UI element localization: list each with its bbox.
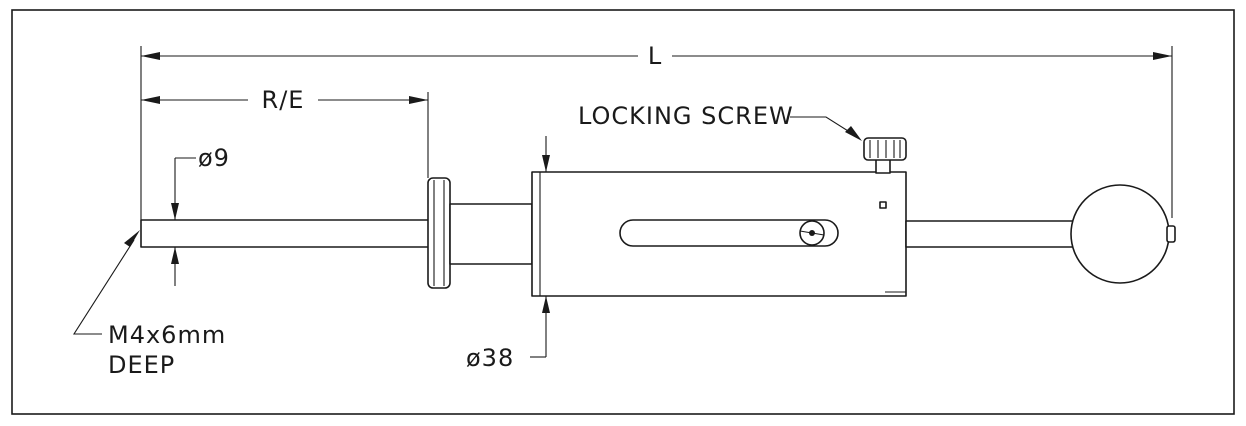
body-diameter-label: ø38 (466, 344, 514, 372)
tip-diameter-dimension: ø9 (171, 144, 230, 286)
thread-label-line1: M4x6mm (108, 321, 226, 349)
overall-length-dimension: L (140, 42, 1173, 220)
body-diameter-dimension: ø38 (466, 136, 550, 372)
overall-length-label: L (648, 42, 662, 70)
thread-callout: M4x6mm DEEP (72, 230, 226, 379)
drawing-frame (11, 9, 1235, 415)
main-body (531, 171, 907, 297)
locking-screw (863, 137, 907, 174)
end-cap (1166, 225, 1176, 243)
thread-label-line2: DEEP (108, 351, 175, 379)
locking-screw-callout: LOCKING SCREW (578, 102, 862, 141)
tip-diameter-label: ø9 (198, 144, 230, 172)
slot (619, 219, 839, 247)
reach-dimension: R/E (141, 86, 429, 178)
flange (427, 177, 451, 289)
small-hole (879, 201, 887, 209)
locking-screw-label: LOCKING SCREW (578, 102, 794, 130)
rear-rod (905, 220, 1077, 248)
neck (449, 203, 533, 265)
reach-label: R/E (262, 86, 305, 114)
tip-rod (140, 219, 430, 248)
ball-knob (1070, 184, 1170, 284)
